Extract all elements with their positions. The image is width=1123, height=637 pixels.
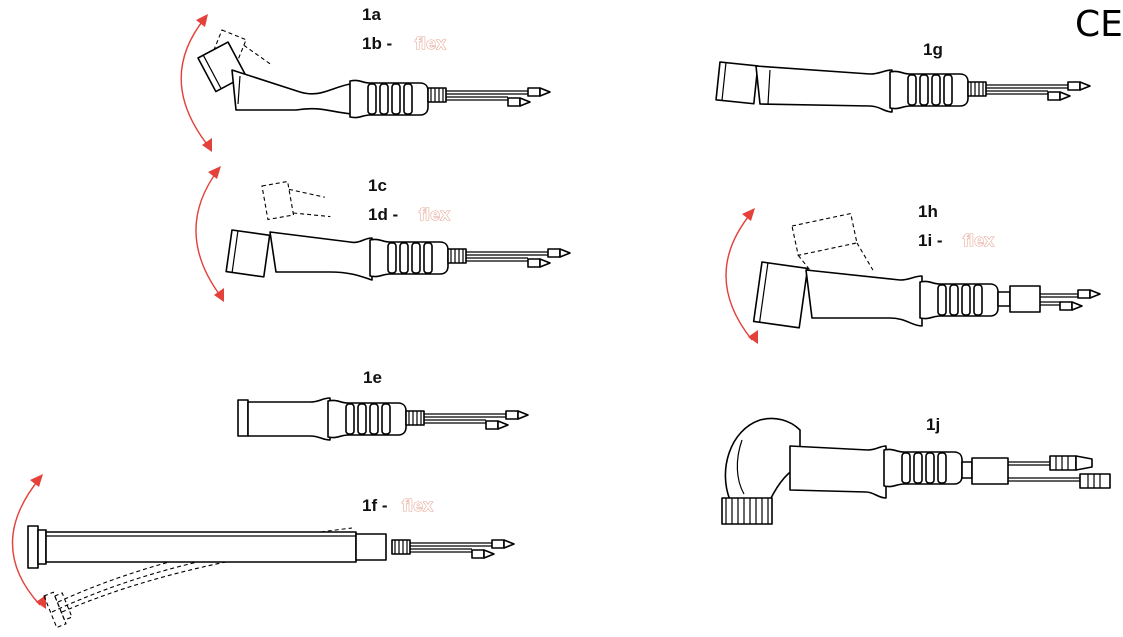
label-1c: 1c xyxy=(368,176,387,195)
label-1b-flex: flex xyxy=(415,34,446,53)
label-1b: 1b - xyxy=(362,34,392,53)
label-1e: 1e xyxy=(363,368,382,387)
ce-mark: CE xyxy=(1075,4,1123,45)
torch-1h-1i: 1h 1i - flex xyxy=(725,202,1101,344)
label-1i: 1i - xyxy=(918,231,943,250)
torch-1g: 1g xyxy=(715,40,1091,113)
label-1i-flex: flex xyxy=(963,231,994,250)
torch-1a-1b: 1a 1b - flex xyxy=(180,5,551,152)
label-1f-flex: flex xyxy=(402,496,433,515)
label-1g: 1g xyxy=(923,40,943,59)
label-1h: 1h xyxy=(918,202,938,221)
label-1a: 1a xyxy=(362,5,381,24)
torch-1e: 1e xyxy=(237,368,529,441)
label-1j: 1j xyxy=(926,415,940,434)
torch-1j: 1j xyxy=(721,415,1111,525)
label-1d: 1d - xyxy=(368,205,398,224)
torch-1c-1d: 1c 1d - flex xyxy=(195,166,571,302)
torch-1f: 1f - flex xyxy=(11,474,515,629)
label-1f: 1f - xyxy=(362,496,388,515)
label-1d-flex: flex xyxy=(419,205,450,224)
